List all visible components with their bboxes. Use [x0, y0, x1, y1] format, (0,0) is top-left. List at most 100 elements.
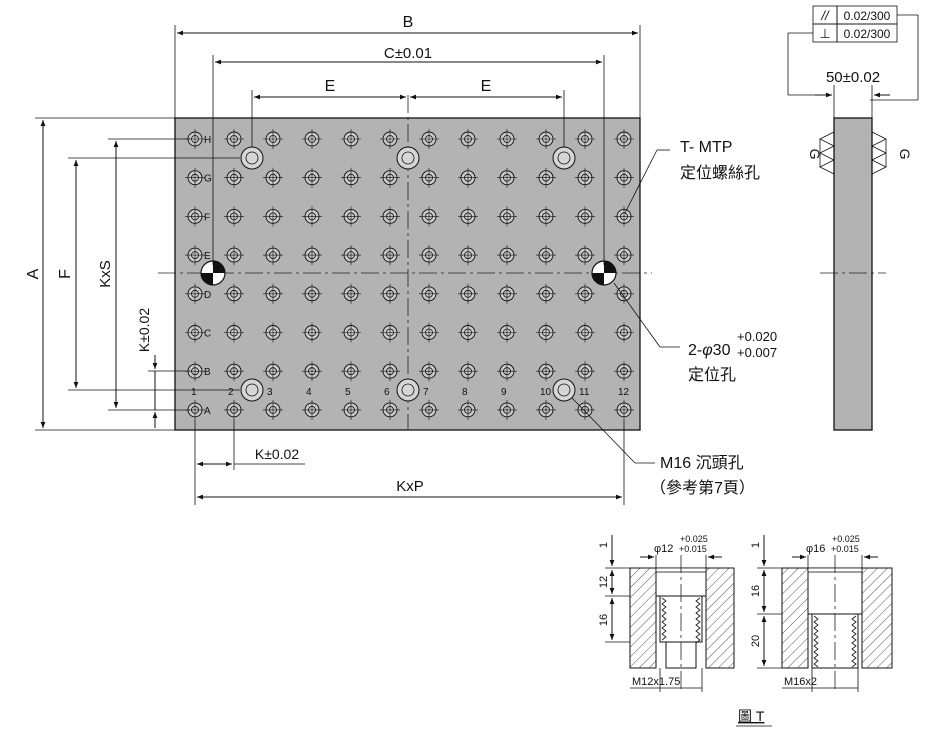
tapped-hole [302, 399, 322, 420]
tapped-hole [458, 206, 478, 227]
column-label: 1 [191, 387, 197, 398]
counterbore-hole [396, 146, 420, 170]
m12-dim-bore: 12 [598, 576, 610, 588]
dim-label-E-left: E [325, 78, 336, 95]
tapped-hole [419, 245, 439, 266]
tapped-hole [536, 245, 556, 266]
tapped-hole [341, 129, 361, 149]
m16-tol-upper: +0.025 [832, 534, 860, 544]
tapped-hole [380, 129, 400, 149]
tapped-hole [458, 245, 478, 266]
tapped-hole [419, 283, 439, 304]
tapped-hole [614, 399, 634, 420]
pin-tol-upper: +0.020 [737, 329, 777, 344]
row-label: H [204, 135, 211, 146]
perpendicular-symbol: ⊥ [819, 26, 830, 41]
tapped-hole [341, 283, 361, 304]
tapped-hole [614, 322, 634, 343]
tapped-hole [458, 361, 478, 382]
counterbore-holes [240, 146, 576, 402]
dim-label-C: C±0.01 [384, 45, 432, 62]
detail-section-m16: φ16 +0.025 +0.015 1 16 20 M16x2 [750, 534, 893, 692]
locating-hole-left [200, 260, 226, 286]
tapped-hole [302, 283, 322, 304]
dim-label-KxS: KxS [97, 260, 114, 288]
dim-label-F: F [57, 269, 74, 279]
m12-tol-upper: +0.025 [680, 534, 708, 544]
row-label: G [204, 174, 212, 185]
tapped-hole [497, 399, 517, 420]
tmtp-title: T- MTP [680, 139, 732, 156]
tapped-hole [185, 245, 205, 266]
tapped-hole [263, 167, 283, 188]
pin-tol-lower: +0.007 [737, 345, 777, 360]
tapped-hole [380, 167, 400, 188]
tapped-hole [536, 322, 556, 343]
side-plate-body [833, 117, 873, 431]
tolerance-frame: // 0.02/300 ⊥ 0.02/300 [787, 5, 919, 101]
tapped-hole [341, 322, 361, 343]
dimension-F: F [57, 157, 240, 391]
dimension-KxP: KxP [197, 420, 625, 505]
tapped-hole [224, 361, 244, 382]
dim-label-K-horizontal: K±0.02 [255, 446, 299, 462]
tapped-hole [575, 399, 595, 420]
tapped-hole [380, 361, 400, 382]
tapped-hole [497, 206, 517, 227]
tapped-hole [497, 361, 517, 382]
tapped-hole [575, 283, 595, 304]
grind-label-right: G [897, 149, 913, 160]
plate-body [174, 117, 641, 431]
column-label: 4 [306, 387, 312, 398]
tapped-hole [263, 129, 283, 149]
row-label: F [204, 212, 210, 223]
row-label: C [204, 329, 211, 340]
tapped-hole [302, 129, 322, 149]
counterbore-hole [240, 146, 264, 170]
tapped-hole [224, 283, 244, 304]
tmtp-subtitle: 定位螺絲孔 [680, 164, 760, 182]
tapped-hole [536, 129, 556, 149]
tapped-hole [614, 361, 634, 382]
column-label: 12 [618, 387, 630, 398]
tapped-hole [575, 167, 595, 188]
tapped-hole [536, 167, 556, 188]
dim-label-B: B [403, 14, 414, 31]
row-label: E [204, 251, 211, 262]
tapped-hole [302, 206, 322, 227]
m16-dim-top: 1 [750, 542, 762, 548]
column-label: 6 [384, 387, 390, 398]
detail-section-m12: φ12 +0.025 +0.015 1 12 16 M12x1.75 [598, 534, 735, 692]
tapped-hole [614, 167, 634, 188]
column-label: 5 [345, 387, 351, 398]
tapped-hole [614, 129, 634, 149]
dimension-B: B [174, 14, 641, 118]
tapped-hole [575, 245, 595, 266]
tapped-hole [302, 167, 322, 188]
counterbore-hole [396, 378, 420, 402]
m16-dim-thread: 20 [750, 635, 762, 647]
tapped-hole [341, 206, 361, 227]
tapped-hole [497, 129, 517, 149]
tapped-hole [302, 361, 322, 382]
callout-pin-hole: 2-φ30 +0.020 +0.007 定位孔 [613, 282, 777, 384]
tapped-hole [263, 245, 283, 266]
tapped-hole [536, 283, 556, 304]
tapped-hole [185, 322, 205, 343]
perpendicular-value: 0.02/300 [844, 27, 891, 41]
tapped-hole [341, 361, 361, 382]
tapped-hole [497, 283, 517, 304]
tapped-hole [419, 399, 439, 420]
dimension-A: A [25, 117, 175, 431]
dim-label-KxP: KxP [396, 478, 424, 495]
tapped-hole [419, 129, 439, 149]
tapped-hole [458, 167, 478, 188]
tapped-hole [614, 206, 634, 227]
dimension-K-vertical: K±0.02 [136, 308, 190, 428]
pin-hole-spec: 2-φ30 [688, 342, 731, 359]
tapped-hole [575, 129, 595, 149]
tapped-hole [614, 245, 634, 266]
m12-tol-lower: +0.015 [679, 544, 707, 554]
tapped-hole [380, 322, 400, 343]
